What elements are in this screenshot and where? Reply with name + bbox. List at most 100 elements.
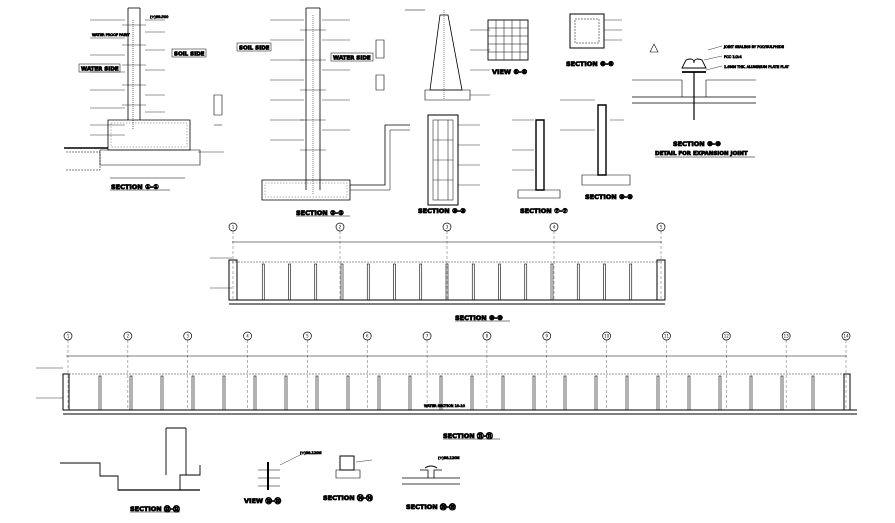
wall-post bbox=[576, 263, 580, 301]
grid-2-label: 2 bbox=[127, 333, 130, 338]
wall-post bbox=[377, 375, 381, 411]
grid-1-label: 1 bbox=[232, 224, 235, 229]
water-side-label-1: WATER SIDE bbox=[81, 67, 119, 73]
grid-1-label: 5 bbox=[660, 224, 663, 229]
small-section-b: SECTION ⑧-⑧ bbox=[560, 99, 634, 201]
section-1-1-detail: WATER SIDE SOIL SIDE (+)99.500 WATER PRO… bbox=[64, 7, 224, 191]
section-3-3-detail bbox=[405, 9, 490, 101]
wall-post bbox=[261, 263, 265, 301]
grid-1-label: 4 bbox=[553, 224, 556, 229]
wall-post bbox=[718, 375, 722, 411]
grid-2-label: 1 bbox=[67, 333, 70, 338]
wall-post bbox=[780, 375, 784, 411]
grid-2-label: 3 bbox=[186, 333, 189, 338]
wall-post bbox=[603, 263, 606, 301]
caption-expansion-sub: DETAIL FOR EXPANSION JOINT bbox=[655, 151, 748, 157]
level-top-label: (+)98.120M bbox=[300, 451, 322, 455]
wall-post bbox=[284, 375, 288, 411]
wall-post bbox=[129, 375, 133, 411]
grid-1-label: 2 bbox=[339, 224, 342, 229]
small-section-a: SECTION ⑦-⑦ bbox=[512, 119, 569, 215]
grid-2-label: 5 bbox=[306, 333, 309, 338]
wall-post bbox=[550, 263, 554, 301]
grid-2-label: 13 bbox=[784, 333, 790, 338]
caption-small-a: SECTION ⑦-⑦ bbox=[520, 207, 568, 215]
wall-post bbox=[687, 375, 691, 411]
wall-post bbox=[563, 375, 567, 411]
bottom-view: (+)98.120M VIEW ⑬-⑬ bbox=[244, 451, 322, 506]
wall-post bbox=[160, 375, 164, 411]
caption-expansion-title: SECTION ⑨-⑨ bbox=[673, 140, 721, 148]
wall-post bbox=[471, 263, 475, 301]
section-2-2-detail: SOIL SIDE WATER SIDE SECTION ②-② bbox=[236, 7, 410, 217]
wall-post bbox=[408, 375, 412, 411]
section-6-6-detail: SECTION ⑥-⑥ bbox=[566, 13, 622, 68]
caption-view-5-5: VIEW ⑤-⑤ bbox=[492, 68, 528, 76]
wall-post bbox=[393, 263, 396, 301]
expansion-joint-detail: JOINT SEALING BY POLYSULPHIDE PCC 1:2:4 … bbox=[632, 43, 790, 157]
grid-2-label: 10 bbox=[604, 333, 610, 338]
water-side-label-2: WATER SIDE bbox=[333, 56, 371, 62]
bottom-section-3: (+)98.120M SECTION ⑮-⑮ bbox=[402, 456, 460, 511]
wall-post bbox=[498, 263, 501, 301]
wall-post bbox=[366, 263, 370, 301]
column-section-detail: SECTION ③-③ bbox=[418, 114, 480, 215]
grid-2-label: 6 bbox=[366, 333, 369, 338]
level-label: (+)99.500 bbox=[150, 15, 169, 19]
wall-post bbox=[594, 375, 598, 411]
expansion-note-2: PCC 1:2:4 bbox=[724, 55, 742, 59]
wall-post bbox=[288, 263, 291, 301]
wall-post bbox=[315, 375, 319, 411]
expansion-note-1: JOINT SEALING BY POLYSULPHIDE bbox=[723, 45, 785, 49]
wall-post bbox=[501, 375, 505, 411]
bottom-section-2: SECTION ⑭-⑭ bbox=[323, 455, 374, 502]
wall-post bbox=[445, 263, 449, 301]
wall-post bbox=[419, 263, 423, 301]
long-note: WATER SECTION 10-10 bbox=[424, 404, 466, 408]
soil-side-label-1: SOIL SIDE bbox=[174, 52, 205, 58]
bottom-section-1: SECTION ⑫-⑫ bbox=[60, 427, 201, 513]
wall-post bbox=[222, 375, 226, 411]
wall-post bbox=[532, 375, 536, 411]
grid-1-label: 3 bbox=[446, 224, 449, 229]
wall-post bbox=[625, 375, 629, 411]
caption-section-1-1: SECTION ①-① bbox=[111, 183, 159, 191]
wall-post bbox=[524, 263, 528, 301]
caption-bottom-2: SECTION ⑭-⑭ bbox=[323, 493, 373, 502]
wall-post bbox=[314, 263, 318, 301]
expansion-note-3: 1.6MM THK. ALUMINIUM PLATE FLAT bbox=[724, 65, 790, 69]
wall-post bbox=[629, 263, 633, 301]
wall-post bbox=[253, 375, 257, 411]
caption-section-2-2: SECTION ②-② bbox=[296, 209, 344, 217]
caption-long-section-2: SECTION ⑪-⑪ bbox=[443, 431, 493, 440]
view-5-5-detail: VIEW ⑤-⑤ bbox=[487, 19, 529, 76]
note-water-proof: WATER PROOF PAINT bbox=[92, 33, 130, 37]
long-section-1: 1 2 3 4 5 SECTION ⑩-⑩ bbox=[210, 222, 666, 322]
wall-post bbox=[656, 375, 660, 411]
wall-post bbox=[98, 375, 102, 411]
grid-2-label: 12 bbox=[724, 333, 730, 338]
level-bottom-label: (+)98.120M bbox=[438, 456, 460, 460]
grid-2-label: 4 bbox=[246, 333, 249, 338]
grid-2-label: 11 bbox=[664, 333, 670, 338]
caption-long-section-1: SECTION ⑩-⑩ bbox=[455, 314, 503, 322]
wall-post bbox=[470, 375, 474, 411]
caption-section-column: SECTION ③-③ bbox=[418, 207, 466, 215]
soil-side-label-2: SOIL SIDE bbox=[239, 46, 270, 52]
wall-post bbox=[191, 375, 195, 411]
caption-bottom-view: VIEW ⑬-⑬ bbox=[244, 496, 282, 505]
wall-post bbox=[439, 375, 443, 411]
grid-2-label: 8 bbox=[486, 333, 489, 338]
caption-bottom-1: SECTION ⑫-⑫ bbox=[130, 504, 180, 513]
wall-post bbox=[749, 375, 753, 411]
caption-section-6-6: SECTION ⑥-⑥ bbox=[566, 60, 614, 68]
wall-post bbox=[811, 375, 815, 411]
wall-post bbox=[340, 263, 344, 301]
grid-2-label: 9 bbox=[545, 333, 548, 338]
wall-post bbox=[346, 375, 350, 411]
grid-2-label: 14 bbox=[843, 333, 849, 338]
caption-bottom-3: SECTION ⑮-⑮ bbox=[406, 502, 456, 511]
